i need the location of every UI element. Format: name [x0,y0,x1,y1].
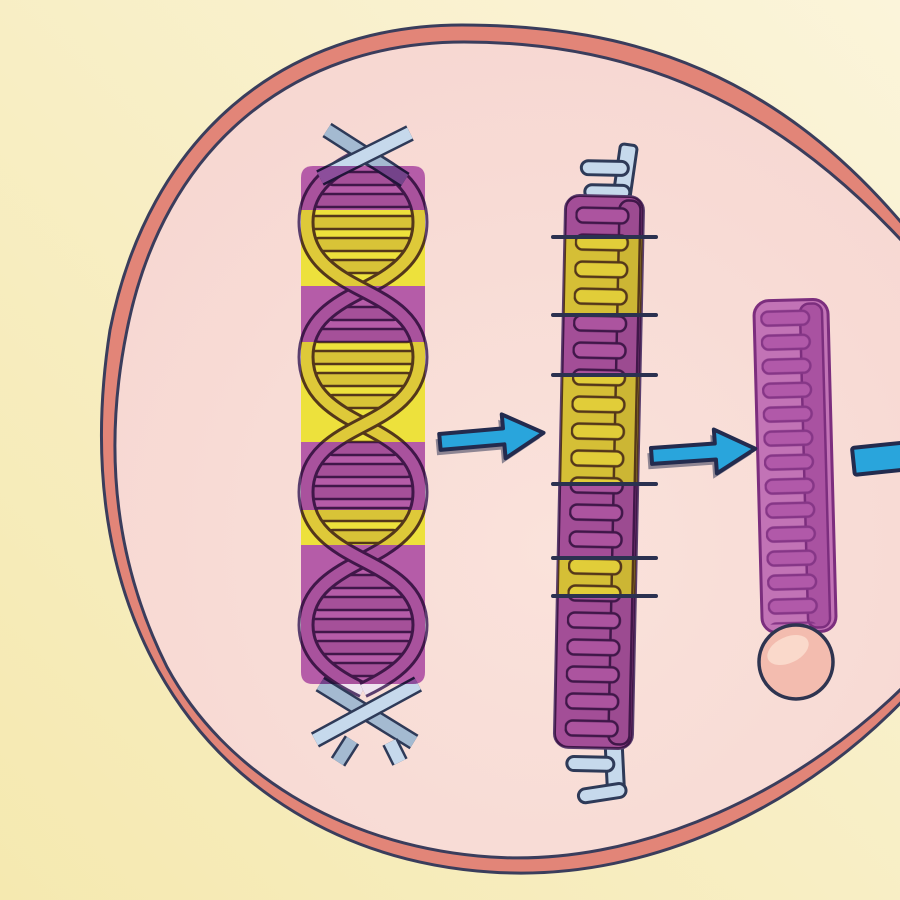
right-arrow-icon [648,427,758,476]
mrna-cap-ball [757,623,835,701]
mature-mrna [752,297,838,635]
pre-mrna-color-bands [554,195,644,749]
intron-band [301,210,425,286]
exon-segment [561,314,642,376]
step-arrow-3-partial [850,439,900,477]
mature-mrna-bases [759,305,821,625]
gene-color-bands [301,166,425,684]
exon-band [301,286,425,342]
intron-segment [557,557,637,597]
exon-band [301,442,425,510]
exon-segment [564,195,644,238]
splice-cut-lines [551,235,658,598]
intron-segment [563,236,643,316]
step-arrow-2 [647,427,758,479]
intron-segment [559,374,640,485]
dna-blue-end-bottom [310,676,423,767]
pre-mrna [552,142,645,805]
pre-mrna-blue-tail-bottom [565,740,628,805]
intron-band [301,342,425,442]
exon-segment [554,595,636,749]
right-arrow-icon [437,412,546,461]
exon-segment [558,483,638,559]
cap-ball-highlight [767,634,809,666]
dna-double-helix [297,122,429,767]
right-arrow-shaft-icon [850,439,900,477]
exon-band [301,545,425,684]
exon-band [301,166,425,210]
intron-band [301,510,425,545]
step-arrow-1 [435,412,546,464]
